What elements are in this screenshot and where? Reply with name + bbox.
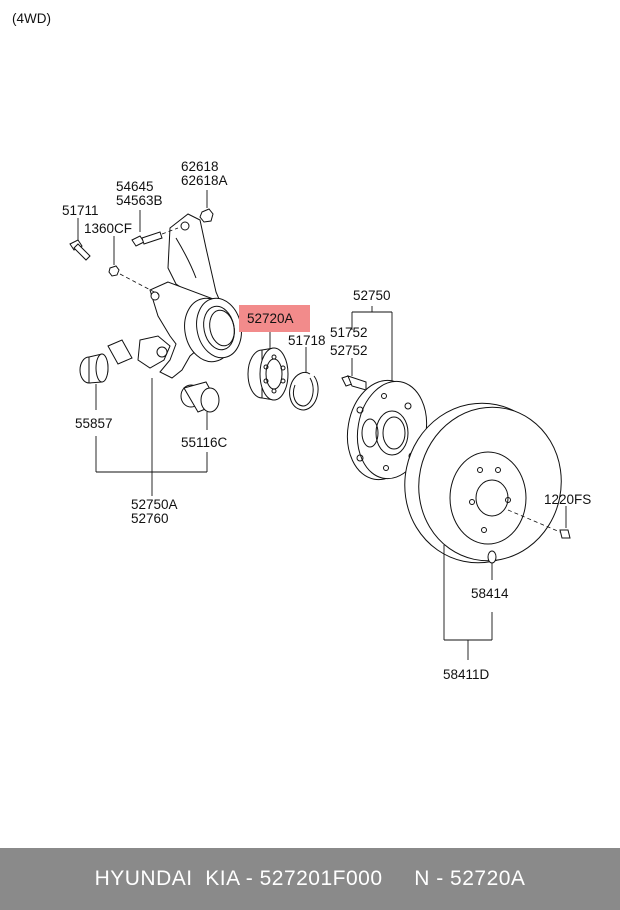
label-58414: 58414 [471, 586, 509, 601]
nut-1360CF [108, 236, 159, 295]
hub-bracket-52750 [351, 306, 393, 392]
label-52750: 52750 [353, 288, 391, 303]
bracket-52750A [95, 378, 208, 496]
label-62618: 62618 [181, 159, 219, 174]
label-1360CF: 1360CF [84, 221, 132, 236]
footer-bar: HYUNDAI KIA - 527201F000 N - 52720A [0, 848, 620, 910]
label-51718: 51718 [288, 333, 326, 348]
wheel-bearing-52720A [247, 347, 289, 401]
label-1220FS: 1220FS [544, 492, 591, 507]
parts-diagram: (4WD) 62618 62618A 54645 54563B 51711 [12, 11, 591, 682]
label-52760: 52760 [131, 511, 169, 526]
bushing-55857 [79, 339, 133, 410]
label-55857: 55857 [75, 416, 113, 431]
label-54563B: 54563B [116, 193, 163, 208]
label-58411D: 58411D [443, 667, 490, 682]
label-55116C: 55116C [181, 435, 228, 450]
label-54645: 54645 [116, 179, 154, 194]
bolt-51711 [69, 218, 91, 261]
variant-label: (4WD) [12, 11, 51, 26]
label-52720A-highlight [239, 305, 310, 332]
snap-ring-51718 [289, 347, 319, 411]
hub-stud [341, 358, 367, 391]
bushing-55116C [180, 381, 220, 430]
nut-62618 [199, 190, 214, 223]
wheel-hub-52750 [346, 379, 428, 481]
label-52720A: 52720A [247, 311, 294, 326]
bearing-housing [184, 297, 242, 363]
bolt-1220FS [507, 506, 571, 539]
label-51752: 51752 [330, 325, 368, 340]
label-51711: 51711 [62, 203, 99, 218]
brake-disc-58411D [404, 402, 562, 564]
footer-part-number: HYUNDAI KIA - 527201F000 N - 52720A [94, 867, 526, 890]
screw-58414 [487, 550, 497, 580]
label-62618A: 62618A [181, 173, 228, 188]
label-52752: 52752 [330, 343, 368, 358]
label-52750A: 52750A [131, 497, 178, 512]
bolt-54645 [131, 210, 179, 247]
